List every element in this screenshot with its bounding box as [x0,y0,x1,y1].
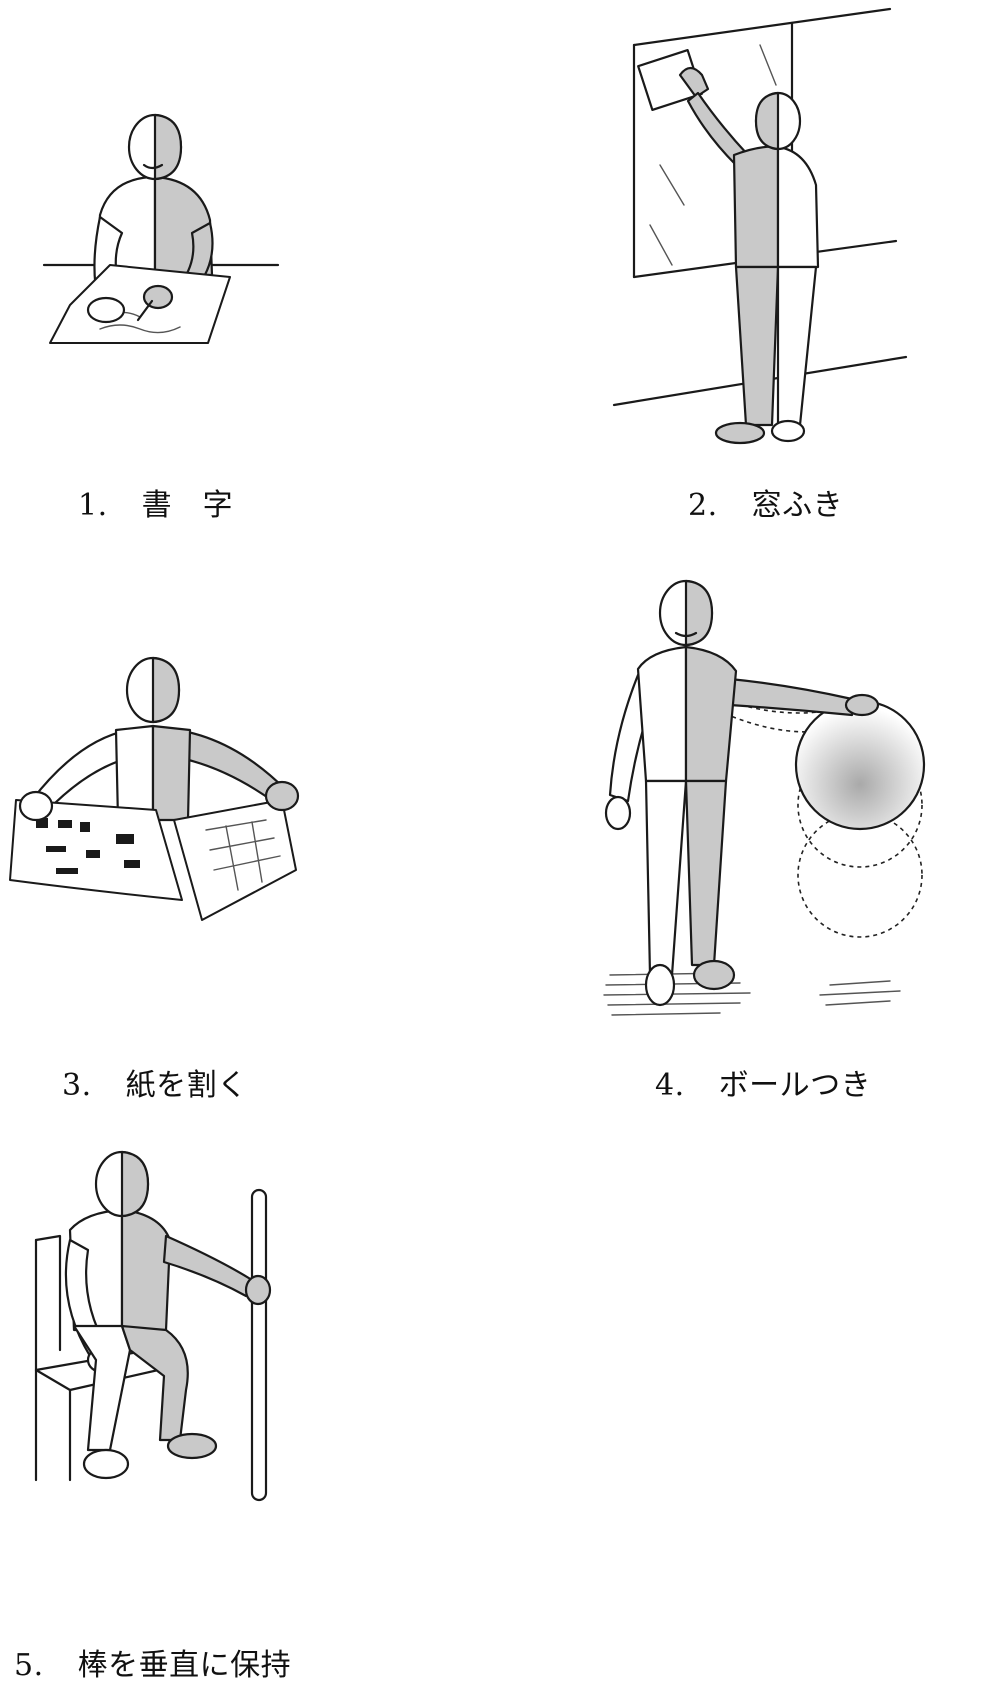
paper-tearing-figure-illustration [9,656,300,921]
figure-number: 3. [62,1068,92,1103]
figure-number: 5. [14,1648,44,1683]
figure-1-caption: 1. 書 字 [78,480,233,524]
figure-label: 紙を割く [125,1068,248,1103]
figure-label: 窓ふき [751,488,844,523]
figure-label: 書 字 [141,488,234,523]
figure-number: 4. [655,1068,685,1103]
figure-3-caption: 3. 紙を割く [62,1060,248,1104]
ball-bouncing-figure-illustration [603,579,926,1016]
writing-figure-illustration [42,113,280,344]
figure-1-writing [40,105,280,365]
window-wiping-figure-illustration [612,7,908,445]
figure-2-window-wiping [610,5,910,445]
figure-2-caption: 2. 窓ふき [688,480,843,524]
holding-pole-figure-illustration [34,1150,272,1502]
figure-number: 1. [78,488,108,523]
figure-5-holding-pole [30,1150,290,1510]
figure-label: ボールつき [718,1068,872,1103]
figure-3-paper-tearing [6,650,306,950]
figure-4-caption: 4. ボールつき [655,1060,871,1104]
figure-4-ball-bouncing [590,575,970,1035]
figure-5-caption: 5. 棒を垂直に保持 [14,1640,291,1684]
figure-number: 2. [688,488,718,523]
figure-label: 棒を垂直に保持 [77,1648,292,1683]
